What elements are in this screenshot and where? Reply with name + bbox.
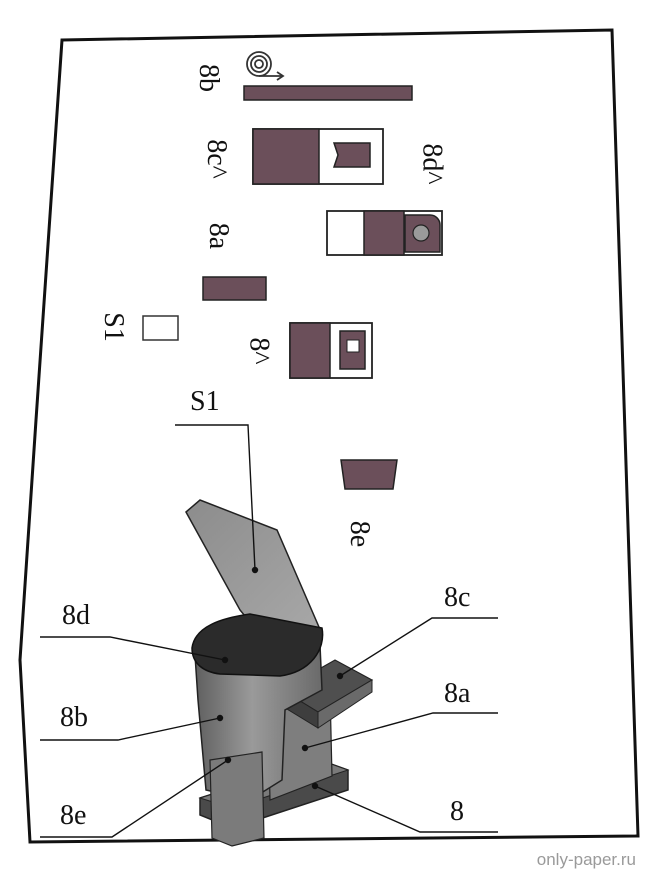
label-8: 8^ [243,337,275,365]
callout-8: 8 [450,796,464,827]
part-s1 [142,315,179,341]
watermark: only-paper.ru [536,850,636,869]
rolled-strip-icon [246,51,285,81]
label-8a: 8a [203,222,235,250]
part-8a-tab [326,210,443,256]
callout-8b: 8b [60,702,88,733]
label-8e: 8e [344,520,376,548]
callout-8d: 8d [62,600,90,631]
leader-lines [40,424,498,838]
part-8 [289,322,373,379]
callout-8a: 8a [444,678,471,709]
part-8c-8d [252,128,384,185]
label-8d: 8d^ [416,143,448,185]
label-8c: 8c^ [200,139,232,179]
paper-sheet [18,28,640,844]
part-8a [202,276,267,301]
callout-8c: 8c [444,582,471,613]
part-8e [340,459,398,490]
part-8b-strip [243,85,413,101]
label-s1-top: S1 [97,312,129,342]
label-8b: 8b [193,64,224,92]
callout-s1: S1 [190,386,220,417]
callout-8e: 8e [60,800,87,831]
